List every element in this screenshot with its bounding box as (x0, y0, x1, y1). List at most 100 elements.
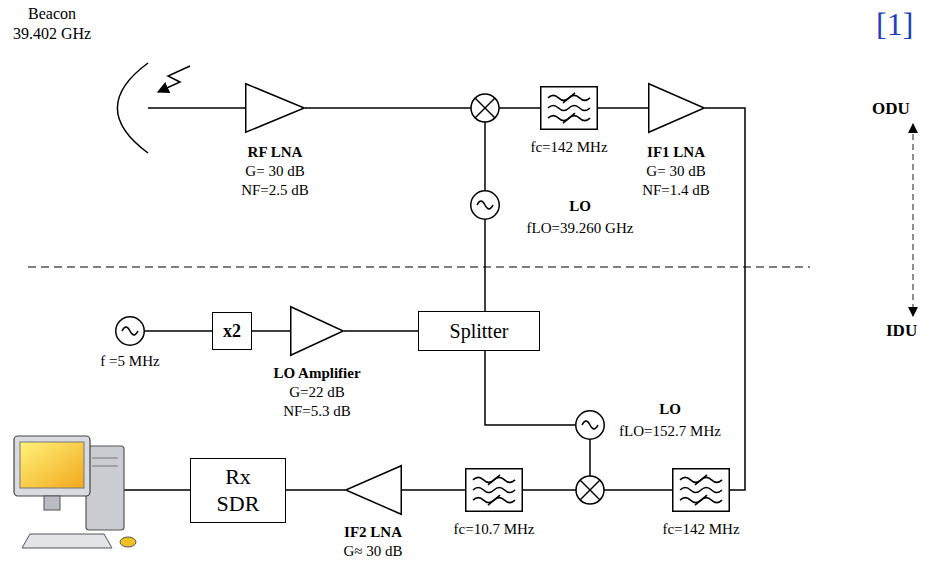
filter-stop (695, 475, 707, 485)
symbol-outline (245, 83, 305, 133)
unit-label: ODU (872, 99, 910, 119)
symbol-caption: f =5 MHz (100, 352, 159, 371)
amplifier-outline (246, 84, 305, 133)
mixer-symbol (576, 476, 604, 504)
unit-label: IDU (886, 321, 917, 341)
oscillator-circle: f =5 MHz (115, 316, 145, 346)
pc-screen (20, 442, 84, 488)
sdr-box: Rx SDR (190, 458, 286, 523)
amplifier-outline (291, 307, 344, 356)
amplifier-triangle: IF2 LNAG≈ 30 dB (345, 465, 402, 515)
component-spec: NF=2.5 dB (241, 181, 309, 200)
component-spec: NF=1.4 dB (642, 181, 710, 200)
filter-stop (488, 475, 500, 485)
reference-number: [1] (876, 6, 913, 43)
sine-symbol (122, 327, 138, 335)
amplifier-triangle: LO AmplifierG=22 dBNF=5.3 dB (290, 306, 344, 356)
boundary-arrow (912, 124, 913, 316)
antenna-dish: Beacon 39.402 GHz (112, 63, 148, 153)
signal-wire (598, 107, 648, 109)
signal-wire (148, 107, 245, 109)
symbol-outline (465, 468, 523, 512)
symbol-outline (345, 465, 402, 515)
amplifier-outline (346, 466, 402, 515)
lo-wire (484, 122, 486, 190)
mixer-cross (475, 98, 495, 118)
symbol-outline (540, 86, 598, 130)
box-text: Rx SDR (213, 463, 263, 518)
filter-stop (488, 495, 500, 505)
filter-stop (695, 495, 707, 505)
mixer-cross (580, 480, 600, 500)
beacon-wave (158, 66, 190, 92)
filter-outline (541, 87, 598, 130)
lo-wire (589, 440, 591, 476)
component-spec: NF=5.3 dB (273, 402, 360, 421)
pc-tower (86, 446, 124, 530)
symbol-caption: Beacon 39.402 GHz (10, 4, 94, 44)
signal-wire (252, 330, 290, 332)
symbol-caption: fc=142 MHz (662, 520, 739, 539)
mixer-cross (580, 480, 600, 500)
filter-stop (563, 93, 575, 103)
component-label: fc=142 MHz (530, 138, 607, 157)
component-spec: fLO=152.7 MHz (619, 420, 721, 442)
symbol-caption: LO AmplifierG=22 dBNF=5.3 dB (273, 364, 360, 420)
multiplier-box: x2 (212, 312, 252, 350)
symbol-outline (290, 306, 344, 356)
splitter-box: Splitter (418, 311, 540, 351)
signal-wire (485, 351, 575, 425)
symbol-outline (115, 316, 145, 346)
if-wire (499, 107, 540, 109)
symbol-caption: IF1 LNAG= 30 dBNF=1.4 dB (642, 143, 710, 199)
symbol-outline (672, 468, 730, 512)
rf-wire (305, 107, 471, 109)
pc-keyboard (22, 534, 112, 548)
mixer-cross (475, 98, 495, 118)
component-label: fc=10.7 MHz (454, 520, 535, 539)
component-spec: G= 30 dB (642, 162, 710, 181)
mixer-symbol (471, 94, 499, 122)
symbol-caption: fc=142 MHz (530, 138, 607, 157)
odu-idu-boundary (28, 266, 810, 268)
amplifier-triangle: IF1 LNAG= 30 dBNF=1.4 dB (648, 83, 705, 133)
amplifier-outline (649, 84, 705, 133)
sine-symbol (582, 421, 598, 429)
if-wire (604, 489, 672, 491)
symbol-caption: fc=10.7 MHz (454, 520, 535, 539)
component-label: f =5 MHz (100, 352, 159, 371)
amplifier-triangle: RF LNAG= 30 dBNF=2.5 dB (245, 83, 305, 133)
box-text: Splitter (450, 319, 509, 344)
component-spec: G≈ 30 dB (343, 542, 402, 561)
component-label: fc=142 MHz (662, 520, 739, 539)
component-label: Beacon 39.402 GHz (10, 4, 94, 44)
component-spec: G=22 dB (273, 383, 360, 402)
component-label: LO Amplifier (273, 364, 360, 383)
pc-stand (44, 496, 60, 510)
component-label: RF LNA (241, 143, 309, 162)
signal-wire (286, 489, 345, 491)
pc-drive (92, 466, 118, 467)
pc-mouse (120, 537, 136, 547)
filter-wave (473, 488, 515, 493)
symbol-outline (112, 63, 148, 153)
symbol-caption: LOfLO=39.260 GHz (527, 195, 634, 239)
symbol-outline (470, 190, 500, 220)
oscillator-circle: LOfLO=152.7 MHz (575, 410, 605, 440)
filter-outline (466, 469, 523, 512)
oscillator-circle: LOfLO=39.260 GHz (470, 190, 500, 220)
dish-outline (117, 63, 148, 153)
oscillator-outline (471, 191, 500, 220)
bandpass-filter: fc=142 MHz (672, 468, 730, 512)
filter-outline (673, 469, 730, 512)
mixer-1 (305, 94, 540, 190)
box-text: x2 (223, 320, 241, 343)
signal-wire (402, 489, 465, 491)
mixer-2 (522, 440, 672, 504)
filter-wave (548, 106, 590, 111)
component-label: x2 (223, 320, 241, 343)
bandpass-filter: fc=142 MHz (540, 86, 598, 130)
component-label: LO (619, 398, 721, 420)
